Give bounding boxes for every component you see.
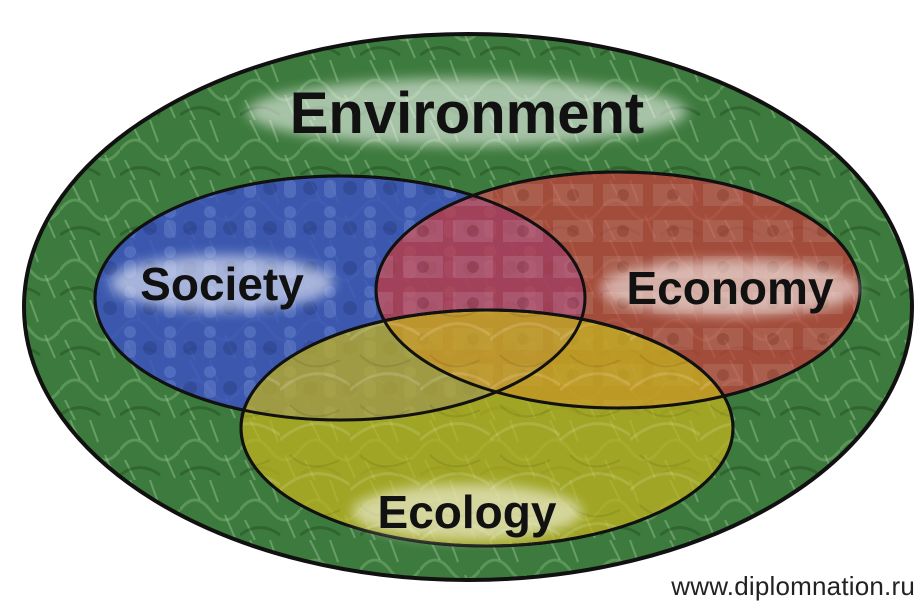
- economy-label: Economy: [626, 262, 833, 314]
- ecology-label: Ecology: [378, 486, 557, 538]
- watermark-text: www.diplomnation.ru: [671, 571, 915, 601]
- environment-label: Environment: [290, 81, 645, 146]
- society-label: Society: [140, 258, 304, 310]
